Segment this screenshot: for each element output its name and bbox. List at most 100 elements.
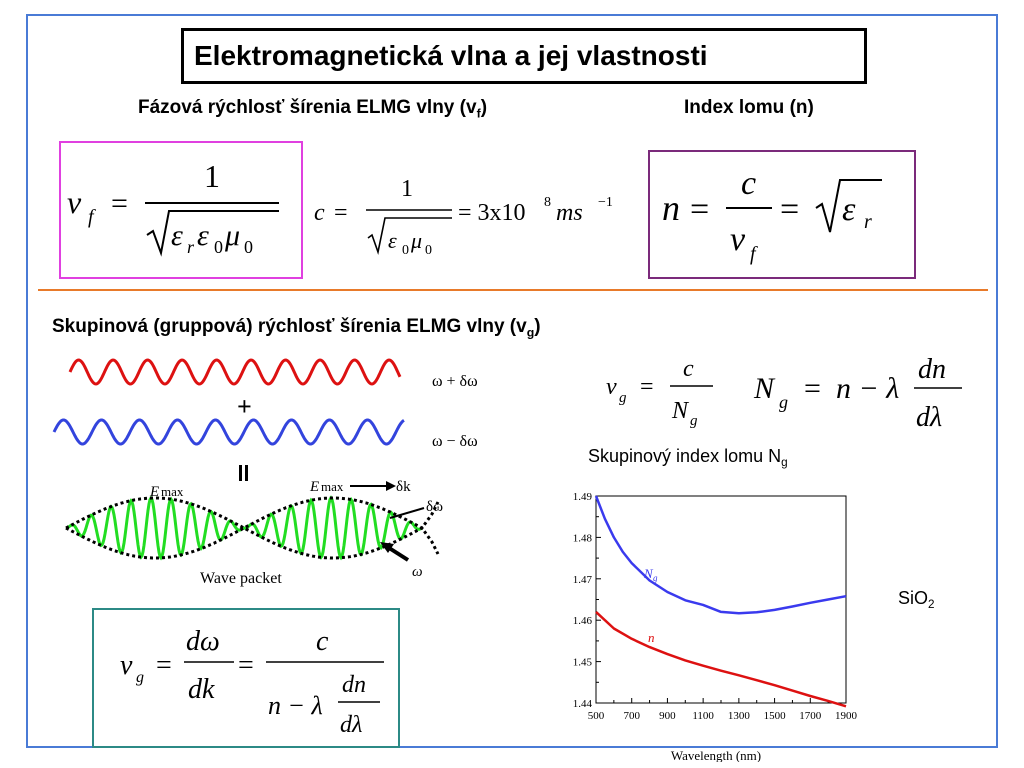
n-den-sub: f — [750, 243, 758, 265]
vg2-num2: c — [316, 626, 329, 657]
x-tick-label: 1300 — [728, 710, 751, 722]
phase-velocity-heading-text: Fázová rýchlosť šírenia ELMG vlny (v — [138, 97, 477, 118]
group-index-caption-text: Skupinový index lomu N — [588, 446, 782, 466]
envelope-upper — [65, 496, 440, 530]
wave-upper-label: ω + δω — [432, 373, 478, 390]
c-equals: = — [334, 200, 348, 226]
n-root-sign — [815, 179, 882, 233]
chart-series — [594, 495, 847, 708]
plus-sign: + — [237, 392, 252, 421]
chart-x-axis-label: Wavelength (nm) — [671, 748, 761, 762]
dk-label: δk — [396, 479, 411, 495]
Ng-den: dλ — [916, 402, 942, 433]
refractive-index-box: n = c v f = ε r — [648, 150, 916, 279]
emax-right-sub: max — [321, 479, 344, 494]
y-tick-label: 1.44 — [573, 698, 593, 710]
equals-bar-left — [239, 465, 242, 481]
Ng-rhs: n − λ — [836, 372, 899, 405]
vg1-numerator: c — [683, 356, 694, 382]
c-den-1: ε — [388, 228, 397, 253]
emax-left-sub: max — [161, 484, 184, 499]
c-exponent: 8 — [544, 195, 551, 210]
phase-velocity-heading-sub: f — [476, 106, 481, 121]
emax-left-label: E — [149, 484, 159, 500]
vf-den-6: 0 — [244, 237, 253, 257]
vg1-lhs: v — [606, 374, 617, 400]
y-tick-label: 1.46 — [573, 615, 593, 627]
Ng-numerator: dn — [918, 354, 946, 385]
slide-title: Elektromagnetická vlna a jej vlastnosti — [194, 40, 708, 71]
material-label-sub: 2 — [928, 598, 935, 612]
vf-equals: = — [111, 187, 128, 220]
group-index-caption-sub: g — [781, 456, 788, 470]
title-box: Elektromagnetická vlna a jej vlastnosti — [181, 28, 867, 84]
omega-label: ω — [412, 564, 423, 580]
c-unit-exponent: −1 — [598, 195, 613, 210]
Ng-lhs-sub: g — [779, 392, 788, 412]
x-tick-label: 1900 — [835, 710, 858, 722]
y-tick-label: 1.47 — [573, 574, 593, 586]
section-divider — [38, 289, 988, 291]
phase-velocity-heading: Fázová rýchlosť šírenia ELMG vlny (vf) — [138, 97, 487, 120]
n-equals-1: = — [690, 191, 709, 228]
x-tick-label: 700 — [623, 710, 640, 722]
omega-arrow-head — [380, 542, 394, 553]
vg2-den2-pre: n − λ — [268, 691, 323, 720]
vf-den-4: 0 — [214, 237, 223, 257]
n-den: v — [730, 221, 746, 258]
n-lhs: n — [662, 188, 680, 228]
vg1-equals: = — [640, 374, 654, 400]
slide-frame — [26, 14, 998, 748]
refractive-index-heading: Index lomu (n) — [684, 97, 814, 118]
vf-lhs: v — [67, 184, 82, 220]
n-equation: n = c v f = ε r — [662, 165, 882, 265]
c-value: = 3x10 — [458, 200, 526, 226]
c-lhs: c — [314, 200, 325, 226]
vf-den-3: ε — [197, 219, 209, 252]
c-numerator: 1 — [401, 176, 413, 202]
y-tick-label: 1.49 — [573, 491, 593, 503]
x-tick-label: 500 — [588, 710, 605, 722]
c-equation: c = 1 ε 0 μ 0 = 3x10 8 ms −1 — [314, 176, 613, 258]
c-den-3: μ — [410, 228, 422, 253]
vg2-equation: v g = dω dk = c n − λ dn dλ — [120, 626, 384, 738]
vg1-lhs-sub: g — [619, 390, 627, 406]
series-label-Ng: N — [643, 566, 654, 581]
phase-velocity-heading-close: ) — [480, 97, 488, 118]
series-label-n: n — [648, 630, 655, 645]
Ng-lhs: N — [753, 372, 776, 405]
vf-equation: v f = 1 ε r ε 0 μ 0 — [67, 158, 279, 257]
phase-velocity-box: v f = 1 ε r ε 0 μ 0 — [59, 141, 303, 279]
x-tick-label: 1100 — [692, 710, 714, 722]
wave-lower-label: ω − δω — [432, 433, 478, 450]
chart-axes — [595, 495, 847, 704]
x-tick-label: 900 — [659, 710, 676, 722]
group-velocity-box: v g = dω dk = c n − λ dn dλ — [92, 608, 400, 748]
series-label-Ng-sub: g — [653, 573, 658, 583]
x-tick-label: 1700 — [799, 710, 822, 722]
series-line-Ng — [594, 495, 847, 615]
y-tick-label: 1.48 — [573, 532, 593, 544]
vg2-lhs: v — [120, 650, 133, 681]
vf-root-sign — [146, 210, 279, 257]
vf-lhs-sub: f — [88, 206, 96, 228]
vg2-den2-den: dλ — [340, 712, 362, 738]
c-unit: ms — [556, 200, 583, 226]
n-equals-2: = — [780, 191, 799, 228]
n-numerator: c — [741, 165, 756, 202]
vf-numerator: 1 — [204, 158, 220, 194]
emax-right-label: E — [309, 479, 319, 495]
wave-packet-label: Wave packet — [200, 570, 282, 587]
vg1-den-sub: g — [690, 413, 698, 429]
vg2-lhs-sub: g — [136, 669, 144, 686]
group-equations: v g = c N g N g = n − λ dn dλ — [606, 354, 962, 433]
wave-lower-line — [52, 418, 405, 446]
vg2-num1: dω — [186, 626, 220, 657]
wave-illustration: ω + δω ω − δω + E max E max δk δω ω Wave… — [52, 358, 478, 587]
group-velocity-heading-sub: g — [526, 325, 535, 340]
c-root-sign — [367, 217, 452, 255]
n-root-sub: r — [864, 211, 872, 233]
vg2-den2-num: dn — [342, 672, 366, 698]
